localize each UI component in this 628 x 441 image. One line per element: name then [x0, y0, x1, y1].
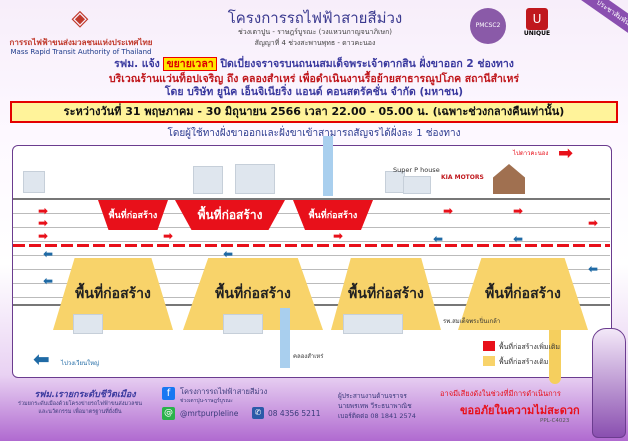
median — [13, 244, 610, 247]
line-id[interactable]: @mrtpurpleline — [180, 409, 239, 418]
facebook-page[interactable]: โครงการรถไฟฟ้าสายสีม่วง — [180, 387, 268, 396]
coordinator-title: ผู้ประสานงานด้านจราจร — [338, 392, 407, 400]
unique-label: UNIQUE — [523, 30, 551, 37]
existing-zone-2: พื้นที่ก่อสร้าง — [183, 258, 323, 330]
outbound-arrow-icon: ➡ — [163, 229, 174, 243]
unique-u-icon: U — [526, 8, 548, 30]
mrta-logo-icon: ◈ — [71, 6, 89, 31]
unique-logo: U UNIQUE — [522, 8, 552, 37]
announcement-line1: รฟม. แจ้ง ขยายเวลา ปิดเบี่ยงจราจรบนถนนสม… — [114, 57, 514, 71]
legend-swatch-existing — [483, 356, 495, 366]
inbound-arrow-icon: ⬅ — [588, 262, 599, 276]
inbound-arrow-icon: ⬅ — [223, 247, 234, 261]
facebook-sub: ช่วงเตาปูน-ราษฎร์บูรณะ — [180, 398, 233, 404]
pmcsc2-logo: PMCSC2 — [470, 8, 506, 44]
existing-zone-4: พื้นที่ก่อสร้าง — [458, 258, 588, 330]
inbound-arrow-icon: ⬅ — [433, 232, 444, 246]
landmark-hospital: รพ.สมเด็จพระปิ่นเกล้า — [443, 318, 501, 325]
slogan: รฟม.เรายกระดับชีวิตเมือง — [34, 390, 136, 400]
slogan-sub2: และนวัตกรรม เพื่อมาตรฐานที่ยั่งยืน — [38, 409, 122, 415]
to-wongwian-yai-label: ไปวงเวียนใหญ่ — [61, 360, 100, 367]
project-title: โครงการรถไฟฟ้าสายสีม่วง — [227, 9, 403, 27]
outbound-arrow-icon: ➡ — [588, 216, 599, 230]
facebook-icon: f — [162, 387, 175, 400]
canal-bottom — [280, 308, 290, 368]
inbound-arrow-icon: ⬅ — [513, 232, 524, 246]
highlight-extend: ขยายเวลา — [163, 57, 217, 71]
new-zone-1: พื้นที่ก่อสร้าง — [98, 200, 168, 230]
coordinator-name: นายพรเทพ วีระธนาพาณิช — [338, 402, 412, 410]
right-arrow-icon: ➡ — [558, 143, 574, 164]
phone-number: 08 4356 5211 — [268, 409, 321, 418]
announcement-line3: โดย บริษัท ยูนิค เอ็นจิเนียริ่ง แอนด์ คอ… — [164, 86, 464, 98]
landmark-canal: คลองสำเหร่ — [293, 353, 324, 360]
lane-note: โดยผู้ใช้ทางฝั่งขาออกและฝั่งขาเข้าสามารถ… — [167, 128, 461, 139]
traffic-diagram: Super P house KIA MOTORS ไปดาวคะนอง ➡ พื… — [12, 136, 612, 384]
to-daokanong-label: ไปดาวคะนอง — [513, 150, 549, 157]
inbound-arrow-icon: ⬅ — [43, 274, 54, 288]
landmark-kia: KIA MOTORS — [441, 174, 484, 181]
new-zone-3: พื้นที่ก่อสร้าง — [293, 200, 373, 230]
outbound-arrow-icon: ➡ — [333, 229, 344, 243]
project-sub1: ช่วงเตาปูน - ราษฎร์บูรณะ (วงแหวนกาญจนาภิ… — [237, 28, 393, 36]
outbound-arrow-icon: ➡ — [443, 204, 454, 218]
canal-top — [323, 136, 333, 196]
project-sub2: สัญญาที่ 4 ช่วงสะพานพุทธ - ดาวคะนอง — [254, 39, 376, 47]
house-icon — [493, 164, 525, 194]
slogan-sub1: ร่วมยกระดับเมืองด้วยโครงข่ายรถไฟฟ้าขนส่ง… — [18, 401, 142, 407]
noise-warning: อาจมีเสียงดังในช่วงที่มีการดำเนินการ — [440, 389, 561, 398]
left-arrow-icon: ⬅ — [33, 347, 50, 371]
line-icon: @ — [162, 407, 175, 420]
outbound-arrow-icon: ➡ — [38, 229, 49, 243]
footer: รฟม.เรายกระดับชีวิตเมือง ร่วมยกระดับเมือ… — [0, 383, 628, 441]
mascot-robot-icon — [592, 328, 626, 438]
inbound-arrow-icon: ⬅ — [43, 247, 54, 261]
announcement-line2: บริเวณร้านแว่นท็อปเจริญ ถึง คลองสำเหร่ เ… — [108, 73, 520, 85]
legend-existing-label: พื้นที่ก่อสร้างเดิม — [499, 358, 549, 366]
new-zone-2: พื้นที่ก่อสร้าง — [175, 200, 285, 230]
org-name-th: การรถไฟฟ้าขนส่งมวลชนแห่งประเทศไทย — [9, 38, 153, 47]
legend-new-label: พื้นที่ก่อสร้างเพิ่มเติม — [499, 343, 561, 351]
doc-code: PPL-C4023 — [540, 418, 570, 424]
legend-swatch-new — [483, 341, 495, 351]
apology: ขออภัยในความไม่สะดวก — [460, 404, 580, 417]
coordinator-phone: เบอร์ติดต่อ 08 1841 2574 — [338, 412, 416, 420]
outbound-arrow-icon: ➡ — [38, 216, 49, 230]
corner-ribbon: ประชาสัมพันธ์ — [565, 0, 628, 53]
landmark-super-p-house: Super P house — [393, 166, 440, 174]
outbound-arrow-icon: ➡ — [513, 204, 524, 218]
org-name-en: Mass Rapid Transit Authority of Thailand — [10, 48, 152, 56]
date-banner: ระหว่างวันที่ 31 พฤษภาคม - 30 มิถุนายน 2… — [10, 101, 618, 123]
outbound-arrow-icon: ➡ — [38, 204, 49, 218]
phone-icon: ✆ — [252, 407, 264, 419]
